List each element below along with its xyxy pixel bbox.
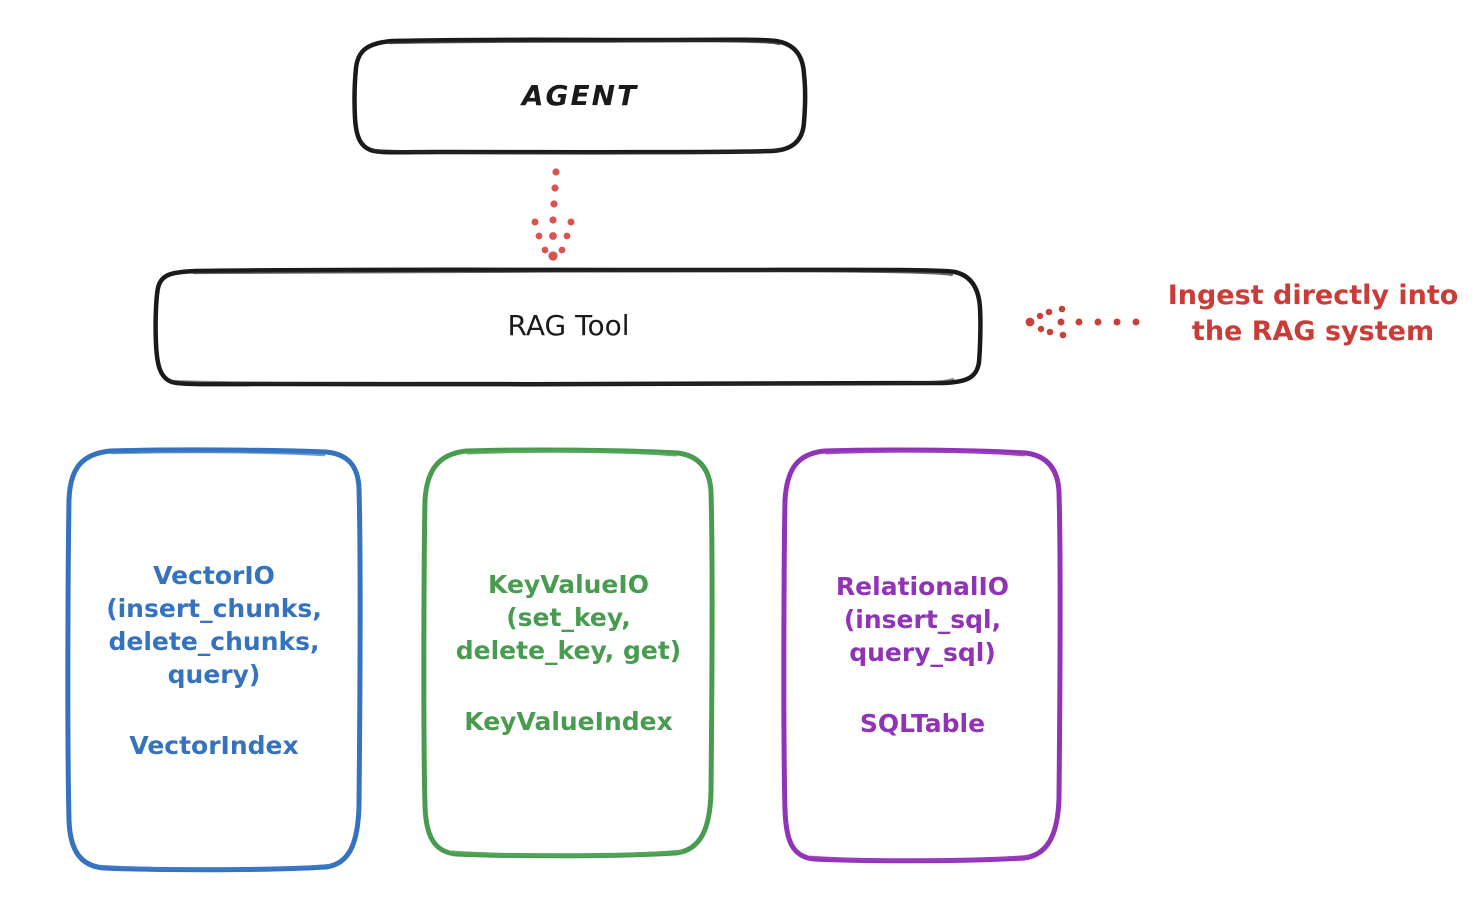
rag-tool-box-shape[interactable] — [153, 267, 983, 387]
ingest-to-rag-connector — [1025, 305, 1140, 339]
key-value-io-box-sketch-overlay — [466, 449, 678, 457]
vector-io-box-shape[interactable] — [65, 447, 363, 873]
agent-box-shape[interactable] — [352, 37, 808, 155]
relational-io-box-sketch-overlay — [824, 449, 1026, 457]
relational-io-box-sketch-overlay-bottom — [808, 854, 1032, 862]
rag-tool-box-sketch-overlay-bottom — [168, 377, 955, 386]
key-value-io-box-shape[interactable] — [421, 447, 715, 859]
agent-to-rag-connector — [531, 168, 575, 261]
agent-box-sketch-overlay — [388, 39, 781, 46]
agent-box-sketch-overlay-bottom — [370, 147, 780, 155]
vector-io-box-sketch-overlay-bottom — [98, 863, 332, 871]
vector-io-box-sketch-overlay — [110, 450, 326, 457]
relational-io-box-shape[interactable] — [781, 447, 1063, 864]
key-value-io-box-sketch-overlay-bottom — [450, 849, 684, 857]
rag-tool-box-sketch-overlay — [192, 269, 954, 277]
